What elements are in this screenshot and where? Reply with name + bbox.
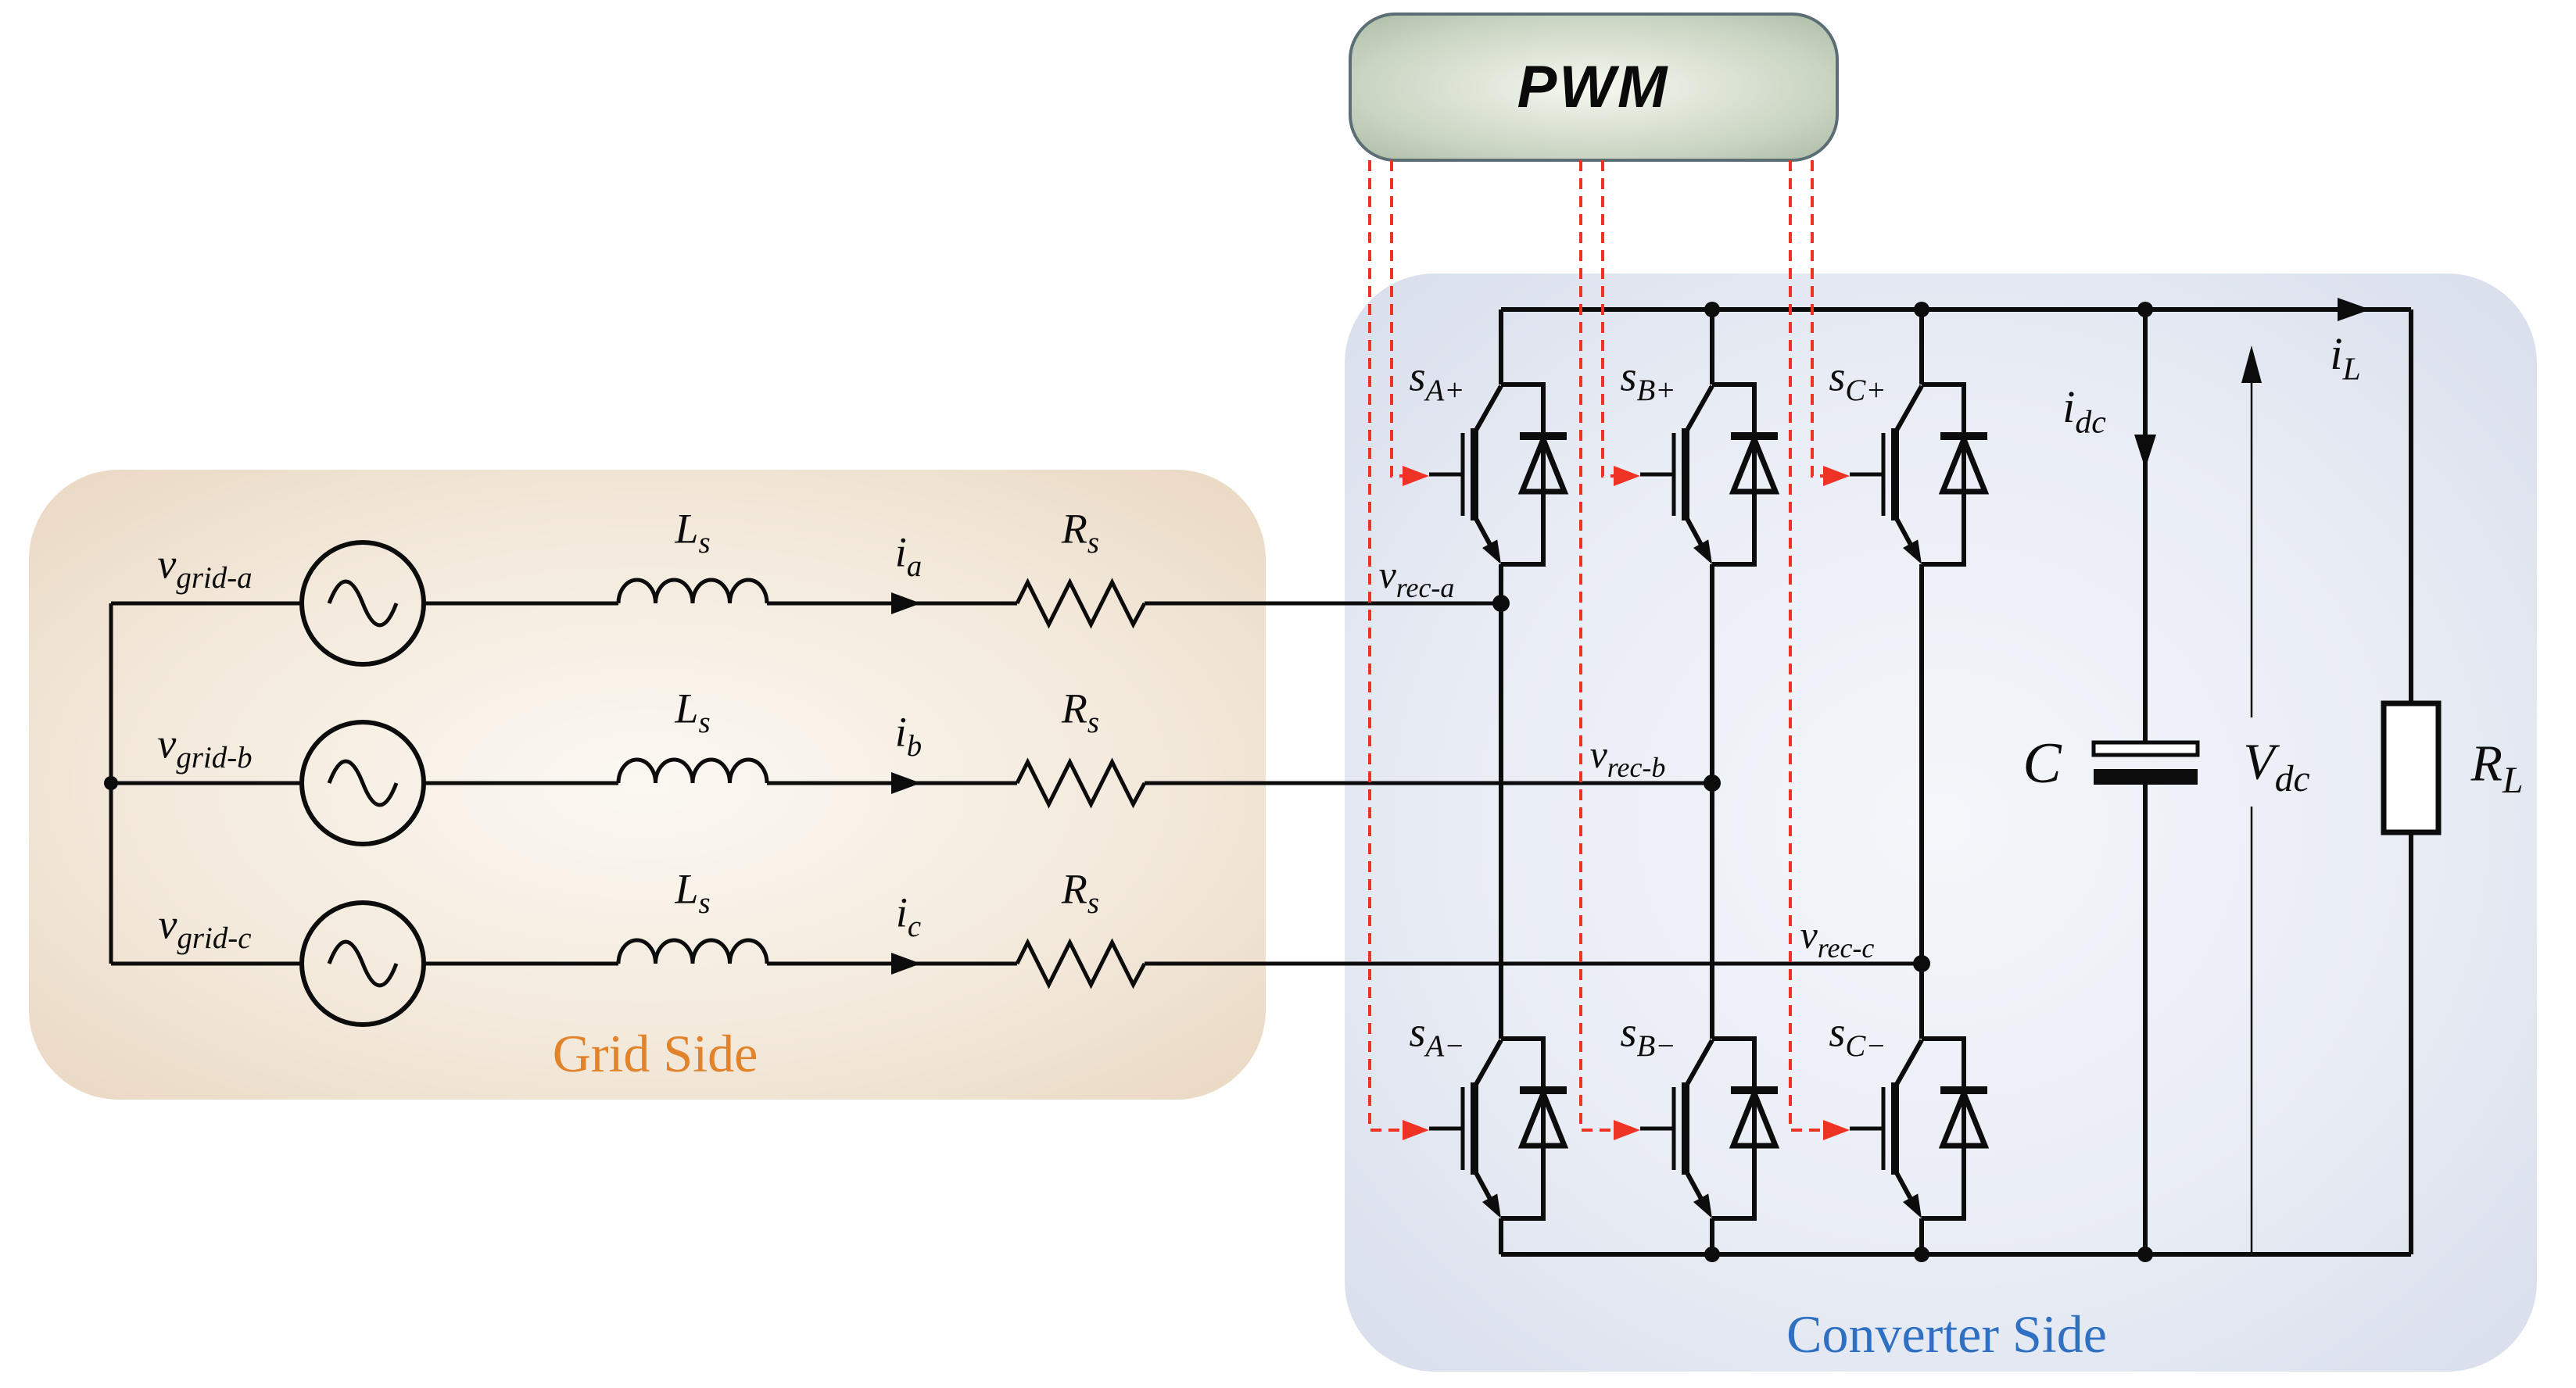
label-r-l: RL [2470, 735, 2524, 801]
resistor-c [1015, 938, 1147, 989]
gate-line-b-lower [1579, 160, 1615, 1132]
gate-line-c-upper [1811, 160, 1825, 478]
gate-line-b-upper [1601, 160, 1615, 478]
junction-dots [104, 302, 2153, 1262]
inductors [616, 578, 769, 964]
dc-link [2091, 298, 2442, 1254]
idc-arrow [2134, 435, 2156, 469]
current-arrow-a [891, 592, 921, 614]
capacitor-plate-bottom [2094, 769, 2198, 785]
vdc-arrow-head [2241, 345, 2262, 383]
label-v-dc: Vdc [2243, 733, 2310, 800]
label-rs-a: Rs [1061, 505, 1100, 560]
label-capacitor: C [2022, 732, 2062, 796]
ac-source-b [299, 720, 426, 846]
ac-sources [299, 540, 426, 1027]
label-i-l: iL [2330, 327, 2361, 388]
rec-node-c [1913, 955, 1930, 972]
il-arrow [2338, 298, 2370, 321]
gate-line-a-upper [1390, 160, 1404, 478]
inductor-a [616, 578, 769, 604]
inductor-c [616, 938, 769, 964]
label-ia: ia [894, 528, 923, 583]
label-i-dc: idc [2062, 381, 2106, 441]
converter-rails [1501, 307, 2411, 1257]
resistor-b [1015, 757, 1147, 809]
load-resistor-box [2381, 700, 2442, 835]
label-s-a-minus: sA− [1409, 1008, 1465, 1063]
label-ls-c: Ls [675, 865, 711, 920]
capacitor-plate-top [2091, 740, 2200, 757]
converter-side-title: Converter Side [1786, 1304, 2107, 1364]
pwm-control-lines [1368, 160, 1825, 1132]
label-s-c-plus: sC+ [1829, 352, 1886, 407]
resistor-a [1015, 578, 1147, 629]
label-s-a-plus: sA+ [1409, 352, 1465, 407]
gate-line-c-lower [1789, 160, 1825, 1132]
grid-side-panel [29, 470, 1266, 1100]
gate-line-a-lower [1368, 160, 1404, 1132]
sine-icon [327, 759, 399, 807]
pwm-label: PWM [1517, 54, 1670, 120]
label-rs-b: Rs [1061, 685, 1100, 739]
inductor-b [616, 757, 769, 784]
ac-source-a [299, 540, 426, 667]
pwm-block [1349, 13, 1839, 162]
label-s-b-plus: sB+ [1620, 352, 1676, 407]
current-arrow-c [891, 953, 921, 975]
rec-node-b [1704, 774, 1721, 792]
ac-source-c [299, 900, 426, 1027]
label-v-grid-c: vgrid-c [158, 900, 252, 955]
label-v-grid-b: vgrid-b [157, 720, 253, 774]
label-ic: ic [895, 889, 922, 943]
gate-arrowheads [1403, 466, 1850, 1140]
phase-current-arrows [891, 592, 921, 975]
label-s-b-minus: sB− [1620, 1008, 1676, 1063]
label-ls-b: Ls [675, 685, 711, 739]
label-s-c-minus: sC− [1829, 1008, 1886, 1063]
label-ls-a: Ls [675, 505, 711, 560]
sine-icon [327, 579, 399, 628]
label-v-rec-a: vrec-a [1378, 553, 1455, 603]
sine-icon [327, 939, 399, 988]
label-rs-c: Rs [1061, 865, 1100, 920]
current-arrow-b [891, 772, 921, 794]
resistors [1015, 578, 1147, 989]
label-v-rec-b: vrec-b [1589, 732, 1666, 783]
label-v-rec-c: vrec-c [1800, 913, 1875, 964]
grid-side-title: Grid Side [552, 1024, 758, 1083]
label-v-grid-a: vgrid-a [157, 540, 253, 595]
converter-side-panel [1345, 274, 2537, 1372]
rec-node-a [1492, 595, 1510, 612]
label-ib: ib [894, 708, 923, 763]
